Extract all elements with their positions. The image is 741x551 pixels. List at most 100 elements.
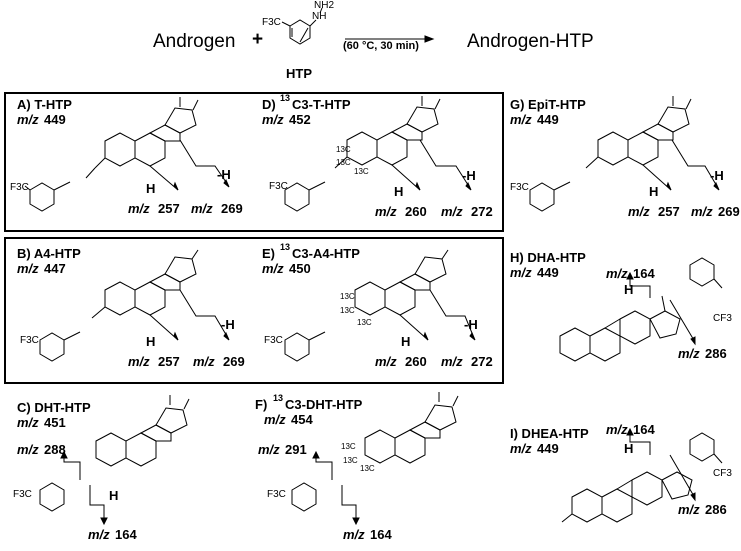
fragment-1-mz: 257 [158,201,180,216]
loss-h-label: H [394,184,404,199]
steroid-b [39,249,230,362]
parent-mz-prefix: m/z [264,412,286,427]
loss-minus-h-label: -H [462,168,476,183]
parent-mz-prefix: m/z [510,265,532,280]
fragment-1-mz-prefix: m/z [628,204,650,219]
fragment-2-mz-prefix: m/z [88,527,110,542]
parent-mz-value: 451 [44,415,66,430]
c13-label-3: 13C [357,318,372,327]
loss-h-label: H [401,334,411,349]
steroid-c [39,395,190,526]
parent-mz-value: 449 [537,441,559,456]
parent-mz-value: 447 [44,261,66,276]
loss-h-label: H [624,282,634,297]
panel-box-androstenedione [4,237,504,384]
fragment-1-mz: 164 [633,422,655,437]
c13-label-3: 13C [360,464,375,473]
parent-mz-prefix: m/z [510,112,532,127]
fragment-1-mz: 164 [633,266,655,281]
fragment-2-mz: 272 [471,204,493,219]
cf3-label: F3C [267,489,286,500]
parent-mz-value: 449 [537,265,559,280]
fragment-2-mz: 164 [115,527,137,542]
loss-h-label: H [146,334,156,349]
c13-label-3: 13C [354,167,369,176]
cf3-label: CF3 [713,313,732,324]
fragment-2-mz-prefix: m/z [678,346,700,361]
loss-h-label: H [109,488,119,503]
fragment-2-mz: 164 [370,527,392,542]
fragment-2-mz-prefix: m/z [193,354,215,369]
fragment-2-mz-prefix: m/z [678,502,700,517]
fragment-2-mz-prefix: m/z [441,204,463,219]
steroid-g [529,96,720,212]
fragment-1-mz-prefix: m/z [258,442,280,457]
parent-mz-prefix: m/z [262,112,284,127]
product-label: Androgen-HTP [467,31,594,52]
c13-label-1: 13C [341,442,356,451]
loss-minus-h-label: -H [221,317,235,332]
cf3-label: F3C [13,489,32,500]
panel-title-suffix: C3-T-HTP [292,97,351,112]
steroid-e [284,249,476,362]
panel-title: H) DHA-HTP [510,250,586,265]
panel-title-superscript: 13 [280,242,291,252]
fragment-1-mz: 257 [158,354,180,369]
panel-box-testosterone [4,92,504,232]
fragment-2-mz: 269 [221,201,243,216]
c13-label-2: 13C [343,456,358,465]
panel-title-superscript: 13 [280,93,291,103]
fragment-2-mz: 286 [705,502,727,517]
reagent-nh-label: NH [312,11,327,22]
parent-mz-prefix: m/z [17,112,39,127]
reaction-conditions: (60 °C, 30 min) [343,40,419,52]
cf3-label: F3C [510,182,529,193]
fragment-2-mz: 286 [705,346,727,361]
loss-minus-h-label: -H [217,167,231,182]
fragment-2-mz-prefix: m/z [691,204,713,219]
fragment-1-mz-prefix: m/z [606,266,628,281]
cf3-label: F3C [10,182,29,193]
parent-mz-prefix: m/z [17,415,39,430]
fragment-1-mz: 288 [44,442,66,457]
plus-sign: + [252,29,264,50]
cf3-label: F3C [20,335,39,346]
loss-h-label: H [649,184,659,199]
fragment-1-mz-prefix: m/z [128,354,150,369]
panel-title: G) EpiT-HTP [510,97,586,112]
reagent-nh2-label: NH2 [314,0,335,11]
fragment-1-mz: 291 [285,442,307,457]
fragment-1-mz-prefix: m/z [375,354,397,369]
panel-title-suffix: C3-DHT-HTP [285,397,363,412]
parent-mz-value: 454 [291,412,313,427]
parent-mz-value: 450 [289,261,311,276]
panel-title: I) DHEA-HTP [510,426,589,441]
fragment-1-mz: 260 [405,354,427,369]
fragment-1-mz-prefix: m/z [128,201,150,216]
c13-label-1: 13C [336,145,351,154]
panel-title-prefix: F) [255,397,268,412]
steroid-h [559,257,723,362]
panel-title: A) T-HTP [17,97,72,112]
fragment-1-mz: 260 [405,204,427,219]
panel-title-superscript: 13 [273,393,284,403]
cf3-label: CF3 [713,468,732,479]
reagent-cf3-label: F3C [262,17,281,28]
loss-minus-h-label: -H [710,168,724,183]
fragment-1-mz-prefix: m/z [375,204,397,219]
fragment-1-mz: 257 [658,204,680,219]
steroid-f [291,392,459,526]
panel-title-prefix: D) [262,97,276,112]
fragment-1-mz-prefix: m/z [17,442,39,457]
fragment-2-mz-prefix: m/z [343,527,365,542]
fragment-2-mz-prefix: m/z [441,354,463,369]
fragment-2-mz: 272 [471,354,493,369]
reagent-label: HTP [286,66,312,81]
parent-mz-value: 452 [289,112,311,127]
cf3-label: F3C [264,335,283,346]
steroid-a [24,97,230,212]
reactant-label: Androgen [153,31,236,52]
fragment-2-mz: 269 [718,204,740,219]
